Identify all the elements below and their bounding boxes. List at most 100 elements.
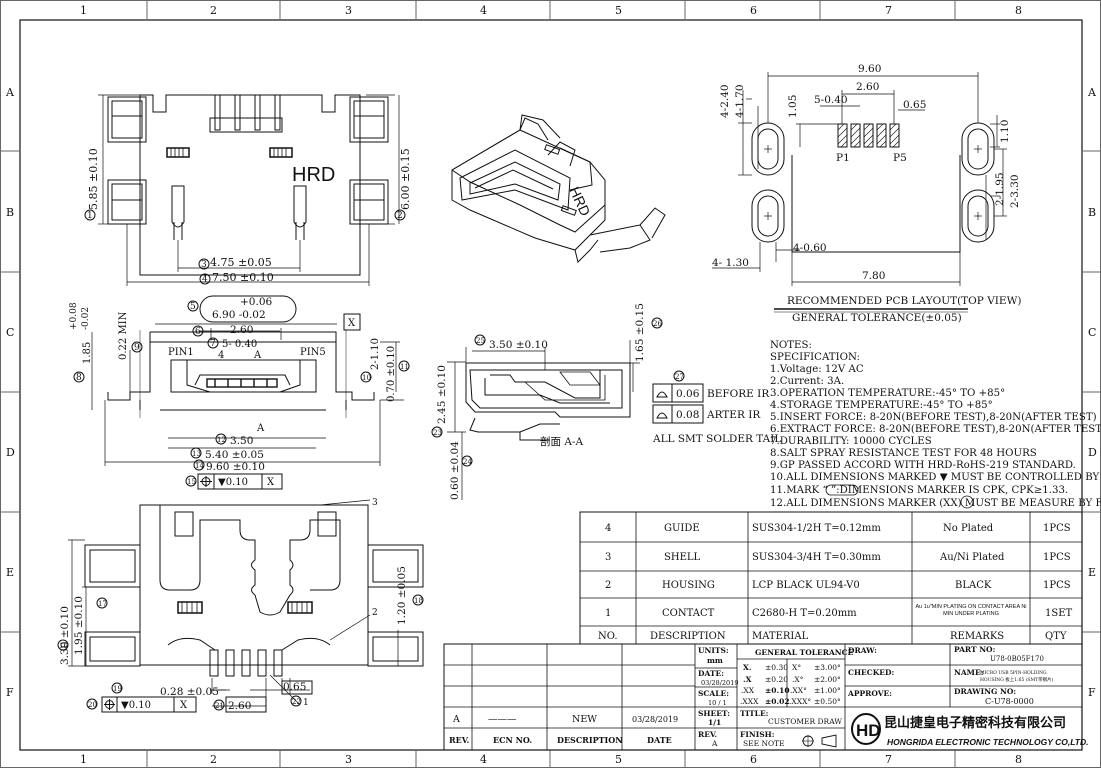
drawing-no-label: DRAWING NO: xyxy=(954,687,1016,696)
pcb-dim-4-1-70: 4-1.70 xyxy=(734,84,746,118)
pcb-dim-9-60: 9.60 xyxy=(858,63,881,75)
dim-1-85-hi: +0.08 xyxy=(69,302,79,330)
cpk-mark-icon xyxy=(825,484,859,496)
dim-pitch: 5- 0.40 xyxy=(222,339,257,350)
dim-1-65: 1.65 ±0.15 xyxy=(634,303,646,362)
after-ir-label: ARTER IR xyxy=(706,409,761,421)
label-a-low: A xyxy=(256,423,265,434)
dim-1-20: 1.20 ±0.05 xyxy=(396,566,408,625)
units-label: UNITS: xyxy=(698,646,729,655)
bom-no: 1 xyxy=(605,608,611,619)
balloon-9: 9 xyxy=(134,343,140,353)
bom-desc: GUIDE xyxy=(664,523,700,534)
dim-3-50-sec: 3.50 ±0.10 xyxy=(489,339,548,351)
bom-desc: HOUSING xyxy=(662,580,715,591)
balloon-19: 19 xyxy=(113,685,122,693)
pcb-dim-4-0-60: 4-0.60 xyxy=(793,242,827,254)
tol-val: ±0.20 xyxy=(765,675,788,684)
ecn-header: ECN NO. xyxy=(493,735,532,745)
col-label: 8 xyxy=(1015,4,1022,17)
bom-table: 4 GUIDE SUS304-1/2H T=0.12mm No Plated 1… xyxy=(579,511,1083,645)
dim-5-85: 5.85 ±0.10 xyxy=(87,148,100,210)
balloon-23: 23 xyxy=(433,429,442,437)
date-value: 03/28/2019 xyxy=(701,679,738,687)
pos-ref-front: X xyxy=(267,477,275,488)
balloon-7: 7 xyxy=(210,339,216,349)
tolerance-title: GENERAL TOLERANCE xyxy=(755,648,854,657)
bom-header: MATERIAL xyxy=(752,631,809,642)
rev-value: A xyxy=(452,714,460,725)
row-label: D xyxy=(1088,446,1097,459)
part-value: U78-0B05F170 xyxy=(990,655,1044,663)
company-name-cn: 昆山捷皇电子精密科技有限公司 xyxy=(884,715,1066,730)
col-label: 3 xyxy=(345,753,352,766)
approve-label: APPROVE: xyxy=(847,689,892,698)
row-label: F xyxy=(6,686,14,699)
col-label: 7 xyxy=(885,4,892,17)
bom-remarks: Au 1u"MIN PLATING ON CONTACT AREA Ni MIN… xyxy=(915,604,1027,617)
scale-label: SCALE: xyxy=(698,689,729,698)
pcb-dim-4-1-30: 4- 1.30 xyxy=(712,257,749,269)
rev-block-value: A xyxy=(711,739,718,748)
note-line: 8.SALT SPRAY RESISTANCE TEST FOR 48 HOUR… xyxy=(770,448,1037,459)
pin1-label: PIN1 xyxy=(168,347,194,358)
dim-3-50: 3.50 xyxy=(230,435,253,447)
pcb-dim-1-05: 1.05 xyxy=(787,95,799,118)
row-label: A xyxy=(5,86,15,99)
col-label: 2 xyxy=(210,4,217,17)
note-line: 12.ALL DIMENSIONS MARKER (XX) MUST BE ME… xyxy=(770,497,1101,509)
pos-tol-bottom: ▼0.10 xyxy=(121,700,151,711)
tol-val: ±3.00° xyxy=(814,663,841,672)
front-view: +0.06 6.90 -0.02 X 2.60 5- 0.40 4 A PIN1… xyxy=(69,295,410,490)
col-label: 8 xyxy=(1015,753,1022,766)
pcb-pin-1: P1 xyxy=(836,152,850,164)
dim-2-45: 2.45 ±0.10 xyxy=(436,365,448,424)
col-label: 1 xyxy=(80,4,87,17)
bom-header: QTY xyxy=(1045,631,1067,642)
rev-desc-value: NEW xyxy=(572,714,597,725)
pcb-dim-2-60: 2.60 xyxy=(856,81,879,93)
pcb-dim-0-65: 0.65 xyxy=(903,99,926,111)
tol-key: X° xyxy=(792,663,801,672)
bom-no: 4 xyxy=(605,523,611,534)
name-line-1: MICRO USB 5PIN-HOLDING xyxy=(980,670,1047,676)
row-label: E xyxy=(6,566,14,579)
callout-2: 2 xyxy=(372,608,378,618)
pcb-dim-1-10: 1.10 xyxy=(999,120,1011,143)
note-line: 9.GP PASSED ACCORD WITH HRD-RoHS-219 STA… xyxy=(770,460,1076,471)
rev-label: REV. xyxy=(698,730,717,739)
balloon-5: 5 xyxy=(190,302,196,312)
col-label: 4 xyxy=(480,4,487,17)
dim-2-1-10: 2-1.10 xyxy=(370,338,381,370)
name-label: NAME: xyxy=(954,668,984,677)
balloon-26: 26 xyxy=(653,320,662,328)
notes-spec: SPECIFICATION: xyxy=(770,352,860,363)
balloon-6: 6 xyxy=(195,327,201,337)
row-label: C xyxy=(6,326,14,339)
brand-mark: HRD xyxy=(292,164,335,186)
dim-9-60: 9.60 ±0.10 xyxy=(206,461,265,473)
tol-key: .XXX xyxy=(740,697,759,706)
title-block: A ——— NEW 03/28/2019 REV. ECN NO. DESCRI… xyxy=(443,643,1088,751)
balloon-12: 12 xyxy=(217,436,226,444)
bom-qty: 1PCS xyxy=(1043,523,1071,534)
name-line-2: HOUSING 板上1.65 (SMT带钢片) xyxy=(980,676,1054,683)
col-label: 6 xyxy=(750,753,757,766)
title-value: CUSTOMER DRAW xyxy=(768,717,842,726)
ref-x: X xyxy=(348,318,356,329)
balloon-1: 1 xyxy=(87,211,93,221)
logo-letters: HD xyxy=(856,721,881,740)
dim-7-50: 7.50 ±0.10 xyxy=(212,271,274,284)
note-line: 11.MARK “ ”:DIMENSIONS MARKER IS CPK, CP… xyxy=(770,484,1068,496)
fai-mark-icon xyxy=(960,495,974,509)
sheet-label: SHEET: xyxy=(698,709,730,718)
dim-0-60: 0.60 ±0.04 xyxy=(449,441,461,500)
bom-remarks: No Plated xyxy=(943,523,994,534)
dim-5-40: 5.40 ±0.05 xyxy=(205,449,264,461)
bom-desc: CONTACT xyxy=(662,608,715,619)
balloon-16: 16 xyxy=(59,642,68,650)
bom-no: 2 xyxy=(605,580,611,591)
isometric-view: HRD xyxy=(451,114,666,263)
row-label: B xyxy=(1088,206,1096,219)
